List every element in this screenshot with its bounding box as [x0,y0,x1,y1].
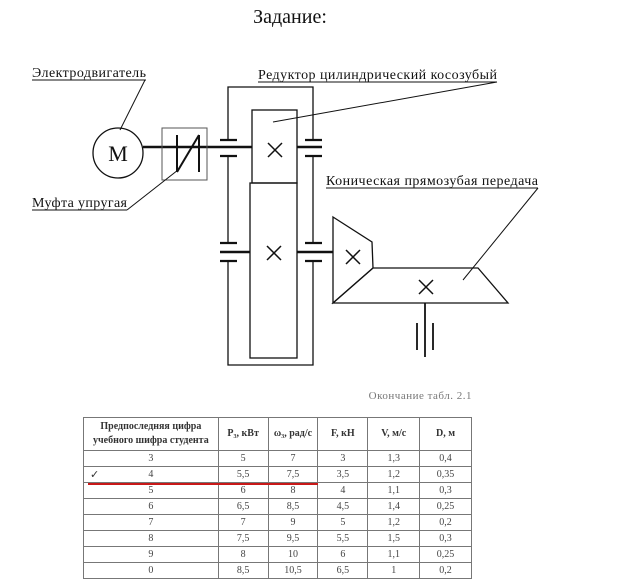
table-cell: 6 [217,482,269,499]
table-cell: 9,5 [267,530,319,547]
label-coupling: Муфта упругая [32,196,128,211]
table-cell: 1,1 [367,482,421,499]
table-cell: 9 [83,546,219,563]
table-cell: 7,5 [217,530,269,547]
leader-lines [32,79,539,281]
column-header: F, кН [317,417,369,451]
coupling-box [161,127,208,181]
table-cell: 3 [83,450,219,467]
table-cell: 0,25 [419,546,472,563]
table-cell: 5 [217,450,269,467]
table-cell: 0,35 [419,466,472,483]
table-cell: 1,5 [367,530,421,547]
table-cell: 6,5 [217,498,269,515]
column-header: ω₃, рад/с [267,417,319,451]
table-cell: 6 [317,546,369,563]
column-header: Предпоследняя цифра учебного шифра студе… [83,417,219,451]
table-cell: 1 [367,562,421,579]
motor-letter: M [108,141,128,166]
table-cell: 1,2 [367,466,421,483]
bevel-wheel [331,267,510,304]
table-cell: 0,2 [419,562,472,579]
label-reducer: Редуктор цилиндрический косозубый [258,68,498,83]
wheel-gear [249,182,298,359]
checkmark: ✓ [90,468,100,481]
table-cell: 7 [267,450,319,467]
bearings [220,138,322,263]
column-header: P₃, кВт [217,417,269,451]
table-cell: 4,5 [317,498,369,515]
column-header: V, м/с [367,417,421,451]
table-cell: 1,4 [367,498,421,515]
table-cell: 3 [317,450,369,467]
table-cell: 0,25 [419,498,472,515]
label-motor: Электродвигатель [32,66,146,81]
table-cell: 7 [83,514,219,531]
gear-marks [266,142,434,295]
table-cell: 5 [83,482,219,499]
kinematic-diagram: M [32,66,539,366]
table-cell: 7 [217,514,269,531]
table-cell: 5,5 [217,466,269,483]
page-title: Задание: [253,6,327,28]
column-header: D, м [419,417,472,451]
table-cell: 10 [267,546,319,563]
table-cell: 8 [267,482,319,499]
table-cell: 4 [83,466,219,483]
coupling-symbol [176,134,200,173]
table-cell: 0 [83,562,219,579]
table-cell: 8,5 [217,562,269,579]
table-caption: Окончание табл. 2.1 [368,390,472,402]
data-table: Предпоследняя цифра учебного шифра студе… [83,417,472,579]
table-cell: 6 [83,498,219,515]
table-header: Предпоследняя цифра учебного шифра студе… [83,417,472,451]
table-cell: 6,5 [317,562,369,579]
table-cell: 0,2 [419,514,472,531]
table-cell: 10,5 [267,562,319,579]
table-cell: 1,1 [367,546,421,563]
highlight-underline [88,482,318,485]
motor-symbol [92,127,144,179]
table-cell: 5,5 [317,530,369,547]
table-cell: 8 [83,530,219,547]
table-cell: 9 [267,514,319,531]
table-cell: 0,4 [419,450,472,467]
bevel-pinion [332,215,374,305]
table-cell: 5 [317,514,369,531]
table-cell: 8,5 [267,498,319,515]
table-cell: 1,2 [367,514,421,531]
table-cell: 7,5 [267,466,319,483]
table-cell: 0,3 [419,530,472,547]
label-bevel: Коническая прямозубая передача [326,174,539,189]
reducer-housing-bottom [227,261,314,366]
table-cell: 4 [317,482,369,499]
table-cell: 1,3 [367,450,421,467]
pinion-gear [251,109,298,184]
reducer-housing-top [227,86,314,140]
table-cell: 0,3 [419,482,472,499]
table-cell: 3,5 [317,466,369,483]
table-cell: 8 [217,546,269,563]
